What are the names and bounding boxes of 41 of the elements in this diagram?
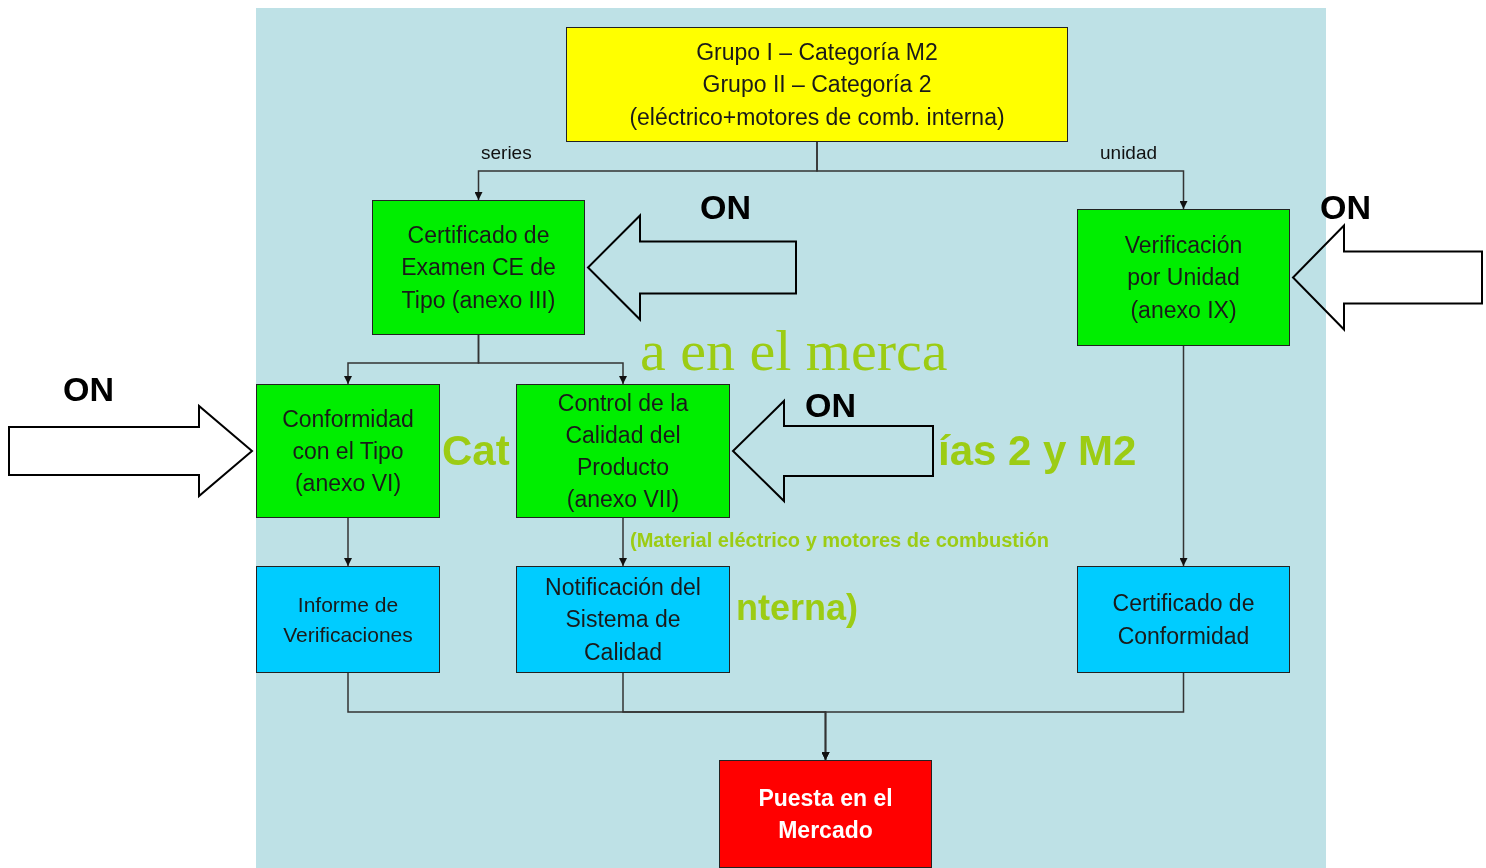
edge-label: ON	[700, 190, 751, 224]
process-box	[566, 27, 1068, 142]
background-title-text: a en el merca	[640, 322, 948, 380]
background-title-text: Cat	[442, 430, 510, 472]
box-text: Certificado de Conformidad	[1111, 589, 1256, 651]
connector-arrow	[821, 672, 1185, 761]
block-arrow	[731, 398, 934, 504]
process-box	[256, 566, 440, 673]
connector-arrow	[477, 334, 627, 385]
edge-label: ON	[805, 388, 856, 422]
background-title-text: (Material eléctrico y motores de combustión	[630, 530, 1049, 550]
connector-arrow	[1179, 345, 1188, 567]
process-box	[516, 566, 730, 673]
box-text: Control de la Calidad del Producto (anexo VII)	[556, 388, 690, 515]
box-text: Verificación por Unidad (anexo IX)	[1123, 231, 1244, 325]
box-text: Puesta en el Mercado	[757, 783, 894, 845]
process-box	[719, 760, 932, 868]
background-title-text: nterna)	[736, 590, 858, 626]
box-text: (eléctrico+motores de comb. interna)	[629, 102, 1005, 132]
process-box	[1077, 209, 1290, 346]
process-box	[256, 384, 440, 518]
background-title-text: ías 2 y M2	[938, 430, 1137, 472]
box-text: Grupo I – Categoría M2	[696, 38, 938, 68]
connector-arrow	[619, 517, 627, 567]
edge-label: ON	[1320, 190, 1371, 224]
box-text: Notificación del Sistema de Calidad	[544, 573, 702, 667]
block-arrow	[586, 213, 797, 322]
box-text: Certificado de Examen CE de Tipo (anexo III)	[401, 221, 556, 315]
process-box	[1077, 566, 1290, 673]
box-text: Informe de Verificaciones	[282, 592, 414, 648]
block-arrow	[8, 403, 254, 499]
edge-label: ON	[63, 372, 114, 406]
block-arrow	[1291, 223, 1483, 332]
edge-label: series	[481, 143, 532, 162]
connector-arrow	[344, 517, 352, 567]
connector-arrow	[816, 141, 1188, 210]
box-text: Conformidad con el Tipo (anexo VI)	[281, 404, 415, 499]
process-box	[372, 200, 585, 335]
box-text: Grupo II – Categoría 2	[702, 70, 932, 100]
edge-label: unidad	[1100, 143, 1158, 162]
process-box	[516, 384, 730, 518]
